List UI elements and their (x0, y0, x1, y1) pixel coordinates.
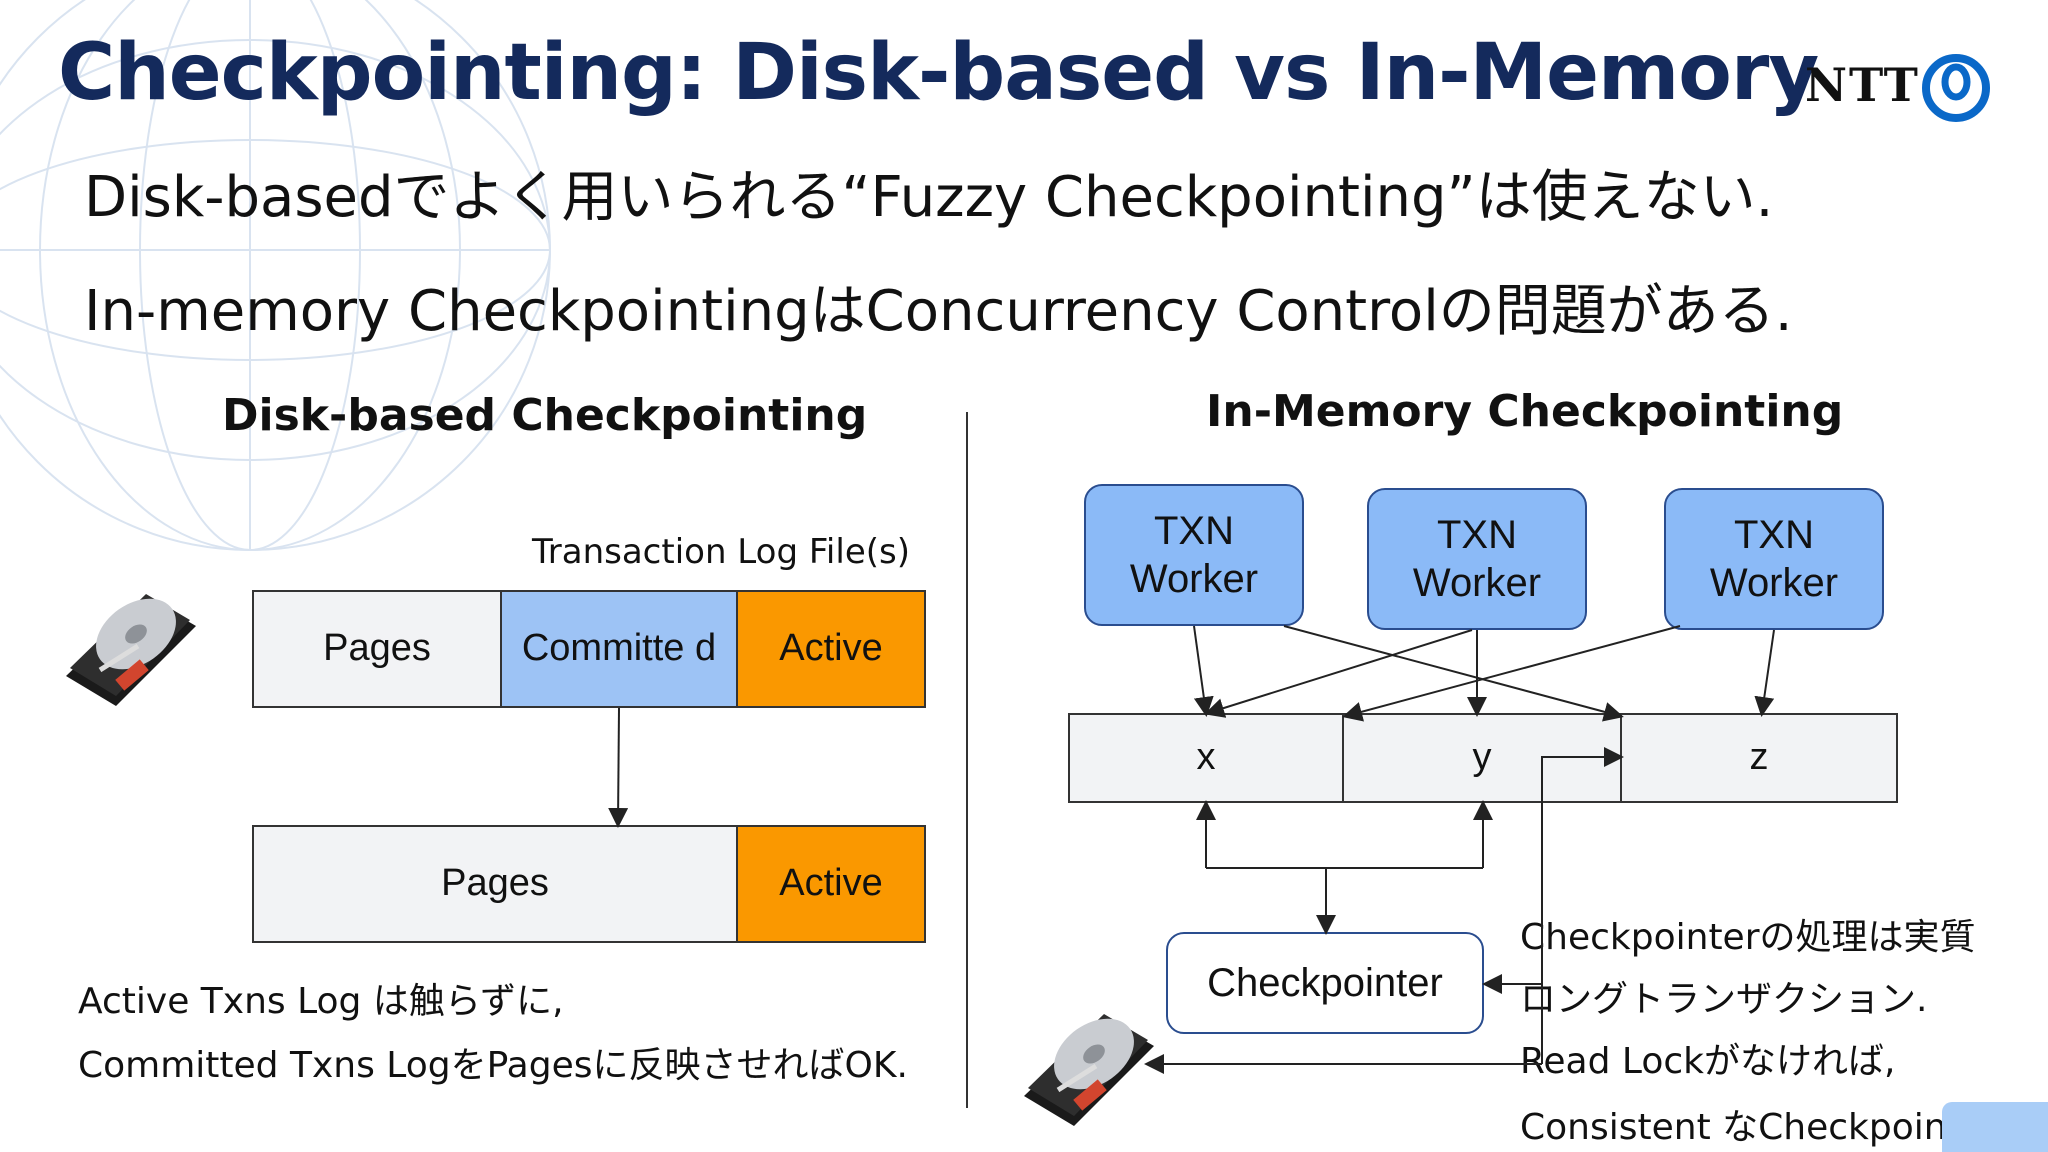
record-label: y (1472, 736, 1492, 779)
checkpointer-label: Checkpointer (1207, 961, 1443, 1005)
committed-box: Committe d (500, 590, 738, 708)
txn-worker-3: TXN Worker (1664, 488, 1884, 630)
section-divider (966, 412, 968, 1108)
apply-log-arrow (608, 707, 629, 828)
active-box-top: Active (736, 590, 926, 708)
txn-worker-label: TXN Worker (1129, 509, 1259, 601)
record-label: x (1196, 736, 1216, 779)
right-note-line-2: ロングトランザクション. (1520, 979, 1928, 1020)
pages-box-bottom: Pages (252, 825, 738, 943)
corner-tab (1942, 1102, 2048, 1152)
worker2-to-x (1204, 629, 1473, 718)
right-note-line-3: Read Lockがなければ, (1520, 1041, 1896, 1082)
hard-disk-icon (66, 594, 196, 706)
checkpointer-box: Checkpointer (1166, 932, 1484, 1034)
ntt-ring-logo-icon (1922, 54, 1990, 122)
txn-worker-label: TXN Worker (1412, 513, 1542, 605)
active-label: Active (779, 627, 883, 670)
txn-worker-2: TXN Worker (1367, 488, 1587, 630)
read-z-arrow (1541, 747, 1624, 1064)
worker1-to-z (1283, 625, 1624, 722)
left-note-line-2: Committed Txns LogをPagesに反映させればOK. (78, 1045, 908, 1086)
txn-worker-1: TXN Worker (1084, 484, 1304, 626)
active-box-bottom: Active (736, 825, 926, 943)
page-title: Checkpointing: Disk-based vs In-Memory (58, 28, 1819, 118)
record-label: z (1749, 736, 1769, 779)
txn-worker-label: TXN Worker (1709, 513, 1839, 605)
committed-label: Committe d (521, 627, 717, 670)
bullet-fuzzy-checkpointing: Disk-basedでよく用いられる“Fuzzy Checkpointing”は… (84, 165, 1774, 230)
in-memory-heading: In-Memory Checkpointing (1206, 386, 1844, 437)
left-note-line-1: Active Txns Log は触らずに, (78, 981, 564, 1022)
worker3-to-y (1342, 625, 1681, 722)
pages-label: Pages (441, 862, 549, 905)
disk-based-heading: Disk-based Checkpointing (222, 390, 868, 441)
ntt-logo-text: NTT (1805, 58, 1920, 112)
pages-label: Pages (323, 627, 431, 670)
bullet-concurrency-control: In-memory CheckpointingはConcurrency Cont… (84, 279, 1793, 344)
globe-decoration (0, 0, 551, 551)
right-note-line-4: Consistent なCheckpoint (1520, 1107, 1961, 1148)
log-file-caption: Transaction Log File(s) (532, 532, 910, 572)
worker3-to-z (1754, 629, 1775, 717)
active-label: Active (779, 862, 883, 905)
worker1-to-x (1193, 625, 1214, 717)
right-note-line-1: Checkpointerの処理は実質 (1520, 917, 1976, 958)
pages-box-top: Pages (252, 590, 502, 708)
hard-disk-icon (1024, 1014, 1154, 1126)
